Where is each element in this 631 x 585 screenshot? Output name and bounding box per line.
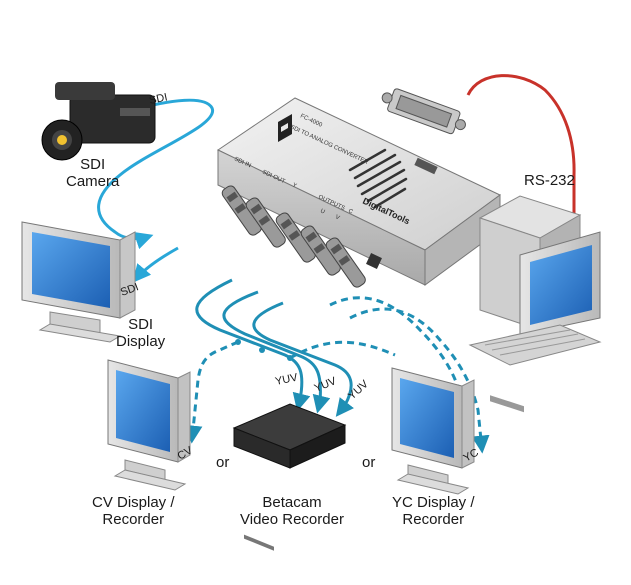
cable-label-sdi-in: SDI — [148, 91, 168, 107]
yc-cable-1 — [329, 296, 474, 444]
converter-device: FC-4000 SDI TO ANALOG CONVERTER DigitalT… — [216, 97, 501, 286]
vent-grille — [348, 148, 408, 209]
brand-logo — [278, 114, 292, 142]
camera-icon — [41, 82, 156, 161]
bnc-connectors — [221, 185, 366, 288]
sdi-input-cable — [97, 98, 214, 250]
panel-label-u: U — [319, 208, 325, 215]
power-jack — [366, 253, 382, 269]
sdi-output-cable — [132, 246, 179, 283]
cv-display-label: CV Display /Recorder — [92, 494, 175, 528]
pc-monitor — [468, 231, 602, 366]
cv-display-monitor — [107, 359, 191, 491]
yuv-cable-1 — [195, 278, 311, 412]
cable-label-yuv-1: YUV — [274, 371, 299, 388]
panel-label-v: V — [334, 214, 340, 221]
rs232-port — [414, 157, 438, 175]
rs232-cable — [466, 74, 576, 240]
panel-label-c: C — [347, 208, 354, 216]
panel-label-y: Y — [291, 182, 297, 189]
vcr-icon — [232, 403, 347, 551]
yc-cable-3 — [289, 340, 396, 360]
cable-label-yuv-2: YUV — [313, 375, 339, 395]
yc-display-label: YC Display /Recorder — [392, 494, 475, 528]
yc-display-monitor — [391, 367, 475, 495]
cable-label-sdi-out: SDI — [119, 281, 140, 299]
yuv-cable-2 — [222, 290, 331, 414]
connector-icon — [381, 88, 466, 135]
rs232-label: RS-232 — [524, 172, 575, 189]
or-right-label: or — [362, 454, 376, 471]
cv-cable — [184, 340, 239, 444]
sdi-display-monitor — [21, 221, 136, 343]
or-left-label: or — [216, 454, 230, 471]
yc-cable-2 — [349, 307, 490, 454]
